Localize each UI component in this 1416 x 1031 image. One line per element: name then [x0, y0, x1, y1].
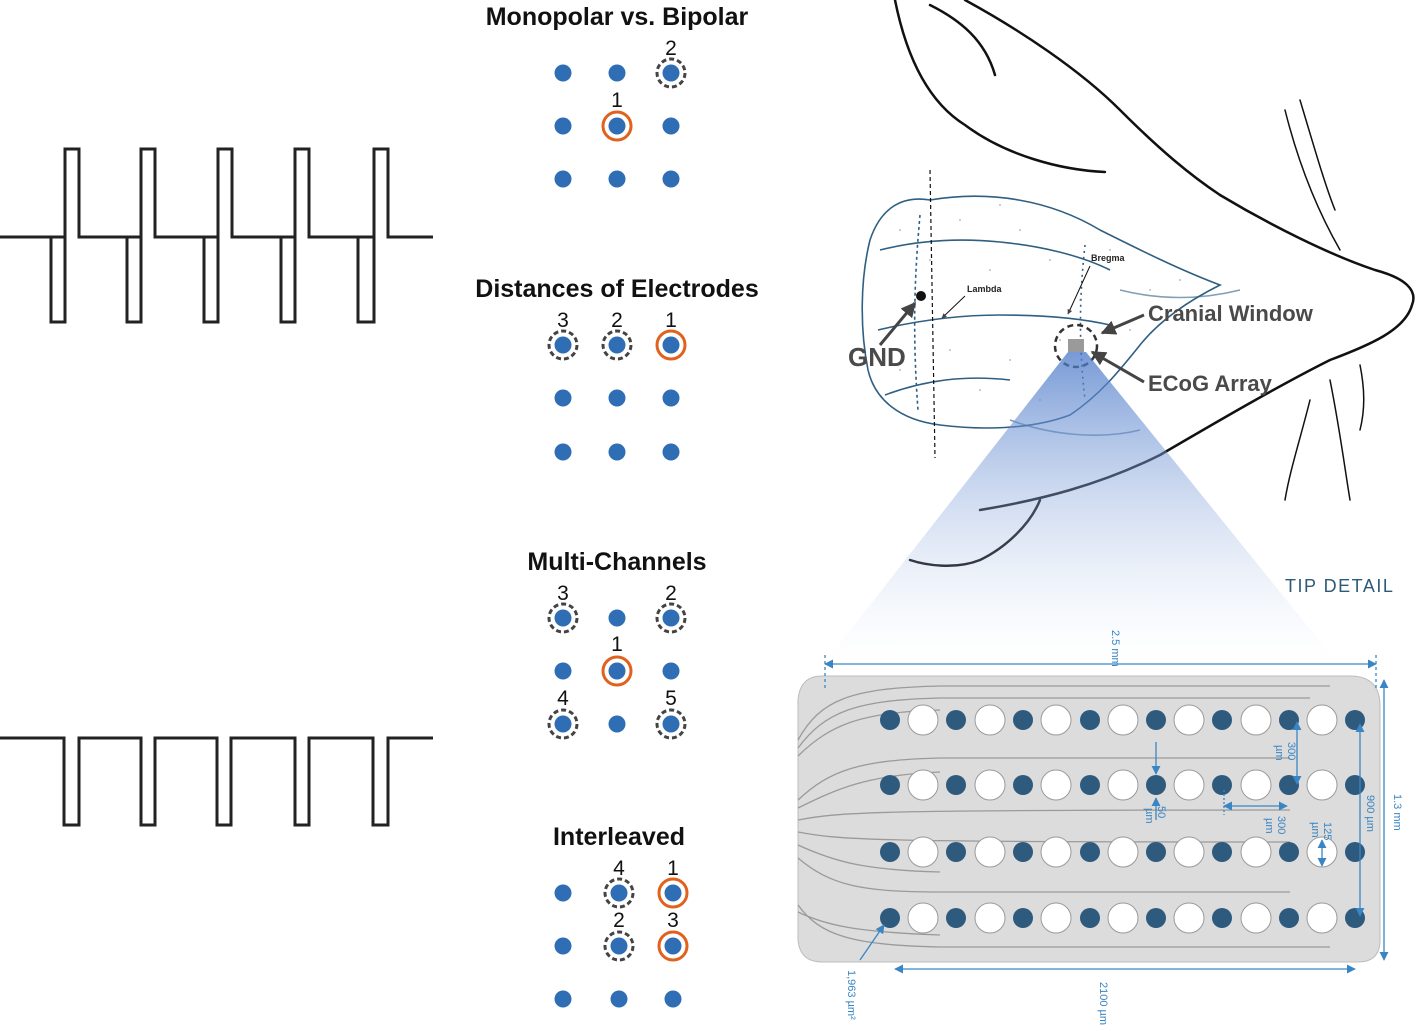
panel-3-label: 5 [665, 687, 677, 710]
gnd-marker [916, 291, 926, 301]
gnd-arrow [878, 301, 917, 346]
panel-4-grid [554, 877, 689, 1008]
bregma-label: Bregma [1091, 253, 1126, 263]
panel-4-label: 3 [667, 909, 679, 932]
panel-2-title: Distances of Electrodes [475, 275, 758, 303]
tip-detail-projection [827, 352, 1335, 660]
vertical-span-label: 900 µm [1364, 795, 1376, 832]
panel-4-label: 1 [667, 857, 679, 880]
lambda-reference-line [929, 169, 936, 459]
lambda-label: Lambda [967, 284, 1003, 294]
panel-1-title: Monopolar vs. Bipolar [486, 3, 749, 31]
height-dimension-label: 1.3 mm [1391, 794, 1403, 831]
panel-2-label: 1 [665, 309, 677, 332]
panel-3-label: 2 [665, 582, 677, 605]
panel-1-grid [554, 57, 687, 188]
tip-detail-heading: TIP DETAIL [1285, 576, 1394, 596]
diameter-value: 125 [1321, 822, 1333, 840]
skull-stipple [899, 204, 1181, 401]
biphasic-waveform [0, 147, 433, 324]
gnd-label: GND [848, 342, 906, 372]
panel-3-label: 3 [557, 582, 569, 605]
cranial-window-arrow [1100, 313, 1145, 335]
panel-4-label: 4 [613, 857, 625, 880]
panel-3-title: Multi-Channels [527, 548, 706, 576]
row-pitch-value: 300 [1285, 742, 1297, 760]
diameter-unit: µm [1309, 822, 1321, 838]
panel-2-label: 3 [557, 309, 569, 332]
ecog-array-body [797, 675, 1381, 963]
panel-3-label: 1 [611, 633, 623, 656]
panel-4-title: Interleaved [553, 823, 685, 851]
gap-value: 50 [1155, 806, 1167, 818]
ecog-array-label: ECoG Array [1148, 371, 1273, 396]
panel-2-label: 2 [611, 309, 623, 332]
col-pitch-unit: µm [1263, 818, 1275, 834]
monophasic-waveform [0, 736, 433, 827]
ecog-array-arrow [1090, 350, 1145, 384]
array-contacts [880, 704, 1365, 934]
cranial-window-label: Cranial Window [1148, 301, 1314, 326]
row-pitch-unit: µm [1273, 745, 1285, 761]
panel-3-label: 4 [557, 687, 569, 710]
col-pitch-value: 300 [1275, 816, 1287, 834]
width-dimension-label: 2.5 mm [1109, 630, 1121, 667]
bregma-arrow [1067, 265, 1091, 315]
horizontal-span-label: 2100 µm [1097, 982, 1109, 1025]
ecog-array-chip [1068, 339, 1084, 352]
dimension-lines [824, 655, 1389, 974]
panel-3-grid [547, 602, 687, 740]
panel-1-label: 1 [611, 89, 623, 112]
lambda-arrow [941, 295, 966, 319]
array-traces [797, 685, 1330, 948]
skull-outline [861, 195, 1241, 436]
panel-1-label: 2 [665, 37, 677, 60]
gap-unit: µm [1143, 808, 1155, 824]
panel-4-label: 2 [613, 909, 625, 932]
panel-2-grid [547, 329, 687, 461]
contact-area-label: 1,963 µm² [845, 970, 857, 1020]
